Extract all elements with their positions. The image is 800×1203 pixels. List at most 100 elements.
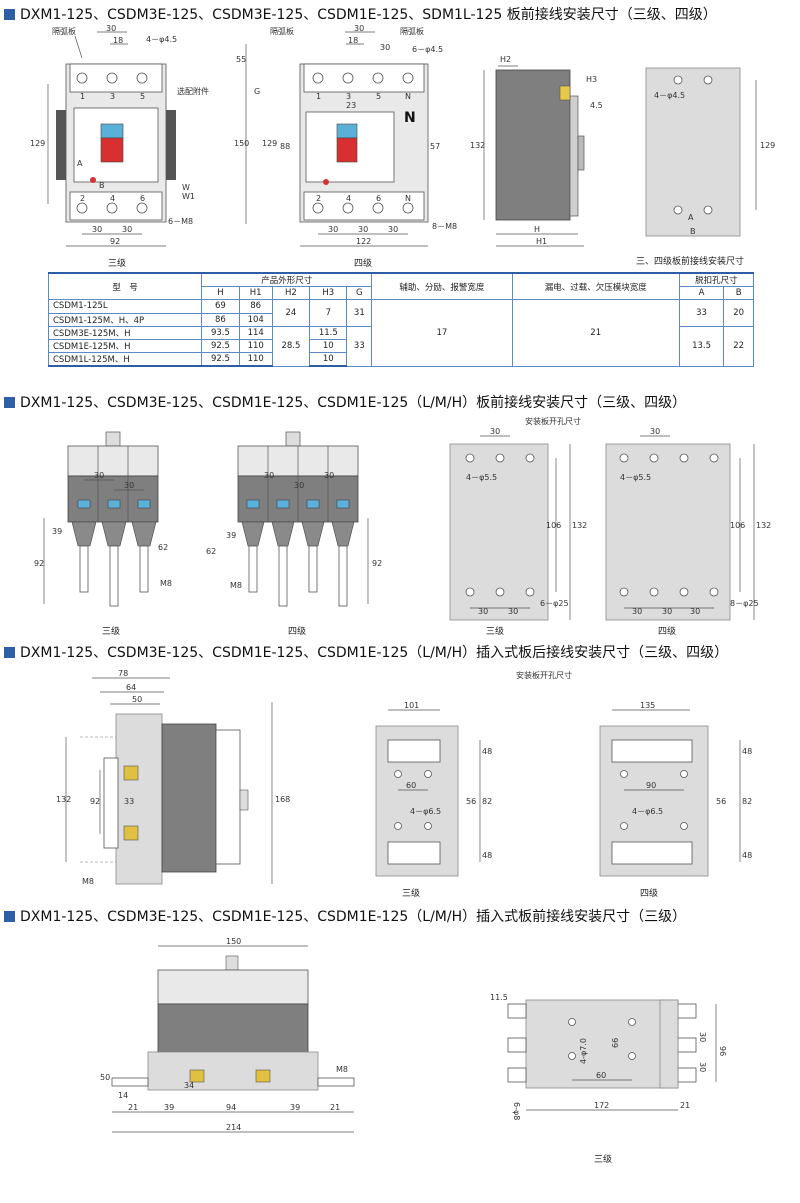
holes-label: 4－φ5.5 [466, 473, 497, 482]
mounting-plate-caption: 三、四级板前接线安装尺寸 [636, 255, 744, 267]
dim-62: 62 [158, 543, 168, 552]
dim-39-left: 39 [164, 1103, 174, 1112]
header-trip-hole: 脱扣孔尺寸 [678, 272, 755, 287]
holes-label: 4－φ4.5 [654, 91, 685, 100]
plate-caption: 三级 [594, 1153, 612, 1165]
four-pole-front-wiring: 30 30 30 62 39 92 M8 四级 [206, 431, 382, 637]
dim-214: 214 [226, 1123, 241, 1132]
dim-92: 92 [372, 559, 382, 568]
dim-60: 60 [596, 1071, 606, 1080]
plug-in-rear-side-view: 78 64 50 132 92 33 168 M8 [56, 669, 290, 886]
header-H1: H1 [238, 285, 273, 301]
bolt-label: M8 [230, 581, 242, 590]
dim-129: 129 [760, 141, 775, 150]
plug-in-front-plate: 11.5 4-φ7.0 66 60 30 30 96 172 21 6-φ8 三… [490, 993, 727, 1165]
dim-57: 57 [430, 142, 440, 151]
header-A: A [678, 285, 725, 301]
dim-168: 168 [275, 795, 290, 804]
header-G: G [346, 285, 373, 301]
section-title-2: DXM1-125、CSDM3E-125、CSDM1E-125、CSDM1E-12… [4, 392, 686, 412]
dim-78: 78 [118, 669, 128, 678]
dim-30-bottom-c: 30 [388, 225, 398, 234]
holes-label: 4-φ7.0 [579, 1038, 588, 1064]
plate-cutout-title: 安装板开孔尺寸 [525, 416, 581, 426]
dim-W: W [182, 183, 190, 192]
dim-G: G [254, 87, 260, 96]
terminal-6: 6 [140, 194, 145, 203]
four-pole-plate-caption: 四级 [640, 887, 658, 899]
four-pole-front-view: 隔弧板 隔弧板 30 18 30 6－φ4.5 55 G 150 129 88 … [234, 24, 457, 269]
table-row: CSDM1-125L 69 86 24 7 31 17 21 33 20 [47, 299, 754, 367]
header-module-width: 漏电、过载、欠压模块宽度 [511, 272, 680, 301]
section-title-3: DXM1-125、CSDM3E-125、CSDM1E-125、CSDM1E-12… [4, 642, 728, 662]
header-outline: 产品外形尺寸 [201, 272, 373, 287]
dim-62: 62 [206, 547, 216, 556]
dim-30-bottom: 30 [698, 1062, 707, 1072]
dim-96: 96 [718, 1046, 727, 1056]
dim-B: B [690, 227, 696, 236]
dim-H1: H1 [536, 237, 547, 246]
header-B: B [723, 285, 754, 301]
plug-in-front-view: 150 50 14 34 M8 21 39 94 39 21 214 [100, 937, 355, 1133]
dim-172: 172 [594, 1101, 609, 1110]
dim-30-b: 30 [662, 607, 672, 616]
bolt-label: M8 [82, 877, 94, 886]
dim-30-bottom-b: 30 [122, 225, 132, 234]
dim-21: 21 [680, 1101, 690, 1110]
bottom-holes-label: 8－φ25 [730, 599, 759, 608]
bullet-square-icon [4, 8, 15, 20]
bolt-label: M8 [336, 1065, 348, 1074]
dim-56: 56 [716, 797, 726, 806]
three-pole-plate-cutout: 30 4－φ5.5 106 132 30 30 6－φ25 三级 [449, 427, 587, 637]
dim-129: 129 [30, 139, 45, 148]
dim-132: 132 [56, 795, 71, 804]
dim-39: 39 [226, 531, 236, 540]
dim-B: B [99, 181, 105, 190]
terminal-n: N [405, 92, 411, 101]
dim-82: 82 [742, 797, 752, 806]
dim-W1: W1 [182, 192, 195, 201]
dim-30-a: 30 [632, 607, 642, 616]
dim-106: 106 [546, 521, 561, 530]
dim-50: 50 [100, 1073, 110, 1082]
bottom-holes-label: 6－φ25 [540, 599, 569, 608]
three-pole-front-view: 隔弧板 30 18 4－φ4.5 1 3 5 2 4 6 选配附件 129 A … [30, 24, 209, 269]
dim-30: 30 [106, 24, 116, 33]
dim-92: 92 [90, 797, 100, 806]
arc-plate-right-label: 隔弧板 [400, 26, 424, 36]
dim-150: 150 [234, 139, 249, 148]
table-row: CSDM1E-125M、H 92.5 110 10 [47, 339, 754, 354]
dim-33: 33 [124, 797, 134, 806]
dim-4-5: 4.5 [590, 101, 603, 110]
dim-132: 132 [572, 521, 587, 530]
dim-A: A [688, 213, 694, 222]
dim-132: 132 [470, 141, 485, 150]
bolt-label: M8 [160, 579, 172, 588]
terminal-1: 1 [316, 92, 321, 101]
terminal-2: 2 [80, 194, 85, 203]
dim-66: 66 [611, 1038, 620, 1048]
bolts-label: 8－M8 [432, 222, 457, 231]
dim-30-bottom-a: 30 [92, 225, 102, 234]
dim-21-right: 21 [330, 1103, 340, 1112]
dim-30-bottom-a: 30 [328, 225, 338, 234]
dim-39-right: 39 [290, 1103, 300, 1112]
bullet-square-icon [4, 646, 15, 658]
optional-accessory-label: 选配附件 [177, 86, 209, 96]
table-row: CSDM1L-125M、H 92.5 110 10 [47, 352, 754, 368]
dim-30: 30 [490, 427, 500, 436]
dim-92: 92 [34, 559, 44, 568]
section-title-text: DXM1-125、CSDM3E-125、CSDM1E-125、CSDM1E-12… [20, 645, 729, 661]
header-H2: H2 [271, 285, 311, 301]
dim-21-left: 21 [128, 1103, 138, 1112]
section-title-text: DXM1-125、CSDM3E-125、CSDM3E-125、CSDM1E-12… [20, 7, 717, 23]
header-model: 型 号 [47, 272, 203, 301]
figure-2-drawings: 30 30 39 62 92 M8 三级 30 30 30 62 39 92 M… [34, 416, 771, 637]
three-pole-caption: 三级 [102, 625, 120, 637]
three-pole-plate-caption: 三级 [486, 625, 504, 637]
terminal-3: 3 [110, 92, 115, 101]
dim-14: 14 [118, 1091, 128, 1100]
figure-1-drawings: 隔弧板 30 18 4－φ4.5 1 3 5 2 4 6 选配附件 129 A … [30, 24, 775, 269]
three-pole-plate-caption: 三级 [402, 887, 420, 899]
holes-label: 4－φ6.5 [632, 807, 663, 816]
